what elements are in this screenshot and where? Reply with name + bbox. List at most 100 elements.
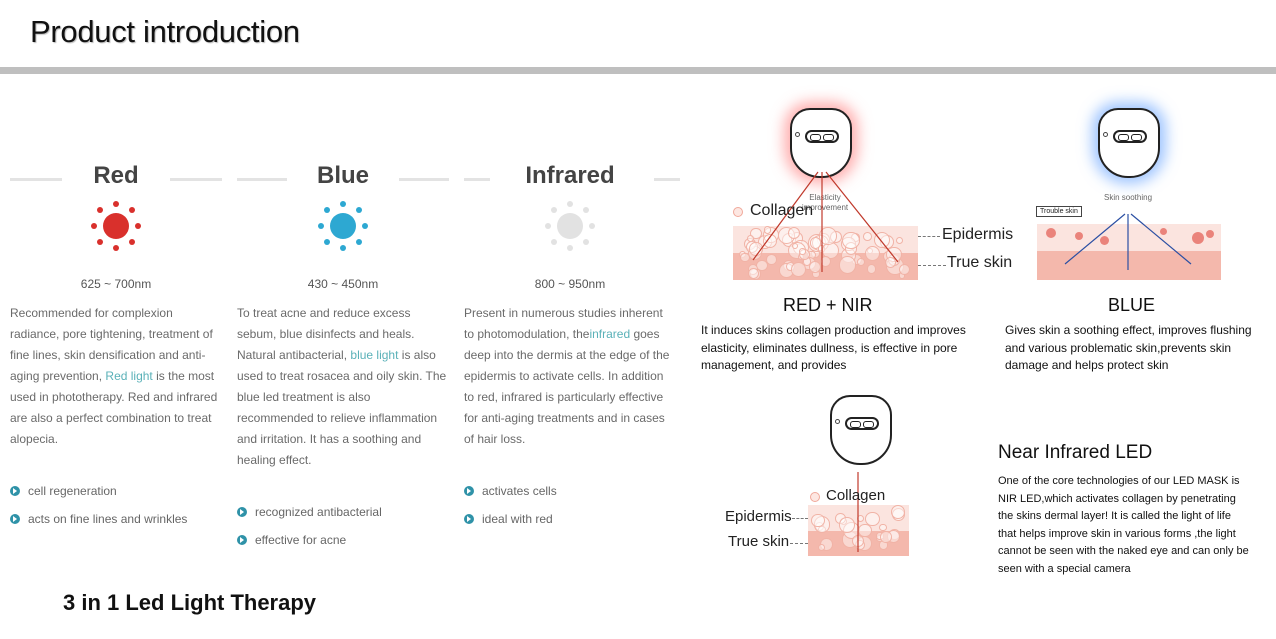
sun-ray <box>113 245 119 251</box>
blue-light-column: Blue 430 ~ 450nm To treat acne and reduc… <box>237 160 449 554</box>
collagen-bubble <box>884 256 897 269</box>
sun-ray <box>551 207 558 214</box>
sun-ray <box>355 238 362 245</box>
collagen-bubble <box>788 226 801 240</box>
collagen-bubble <box>864 245 880 261</box>
sun-ray <box>324 238 331 245</box>
true-skin-leader <box>918 265 946 266</box>
bullet-arrow-icon <box>10 514 20 524</box>
bullet-arrow-icon <box>464 514 474 524</box>
heading-line-left <box>237 178 287 181</box>
sun-ray <box>97 238 104 245</box>
red-title: Red <box>93 162 139 189</box>
infrared-light-column: Infrared 800 ~ 950nm Present in numerous… <box>464 160 680 533</box>
blue-text: Gives skin a soothing effect, improves f… <box>1005 323 1252 372</box>
collagen-bubble <box>857 258 866 267</box>
heading-line-right <box>654 178 680 181</box>
collagen-bubble <box>858 523 872 538</box>
sun-core <box>557 213 583 239</box>
red-light-column: Red 625 ~ 700nm Recommended for complexi… <box>10 160 222 533</box>
sun-ray <box>582 238 589 245</box>
benefit-label: recognized antibacterial <box>255 505 382 519</box>
epidermis-leader <box>792 518 808 519</box>
blue-desc-part-a: To treat acne and reduce excess sebum, b… <box>237 306 415 362</box>
collagen-bubble <box>896 237 904 245</box>
nir-text: One of the core technologies of our LED … <box>998 475 1249 575</box>
led-mask-icon <box>1098 108 1160 178</box>
collagen-bubble <box>747 267 760 279</box>
true-skin-label: True skin <box>728 533 790 550</box>
benefit-label: acts on fine lines and wrinkles <box>28 512 188 526</box>
collagen-bubble <box>799 248 806 255</box>
trouble-spot <box>1192 232 1204 244</box>
epidermis-label: Epidermis <box>725 508 792 525</box>
infrared-desc-part-b: goes deep into the dermis at the edge of… <box>464 327 670 446</box>
collagen-label: Collagen <box>750 202 814 219</box>
product-subtitle: 3 in 1 Led Light Therapy <box>63 590 317 615</box>
collagen-bubble <box>856 515 865 523</box>
red-desc-highlight: Red light <box>105 369 153 383</box>
sun-ray <box>567 201 573 207</box>
red-description: Recommended for complexion radiance, por… <box>10 303 222 450</box>
sun-ray <box>318 223 324 229</box>
collagen-bubble <box>879 523 887 532</box>
benefit-item: recognized antibacterial <box>237 498 449 526</box>
heading-line-right <box>399 178 449 181</box>
sun-ray <box>567 245 573 251</box>
collagen-bubble <box>791 243 798 250</box>
sun-ray <box>551 238 558 245</box>
collagen-bubble <box>898 263 911 276</box>
red-nir-title: RED + NIR <box>783 295 873 315</box>
benefit-item: ideal with red <box>464 505 676 533</box>
collagen-bubble <box>879 531 892 544</box>
sun-ray <box>91 223 97 229</box>
blue-wavelength: 430 ~ 450nm <box>307 277 379 291</box>
infrared-title: Infrared <box>525 162 615 189</box>
sun-ray <box>340 201 346 207</box>
collagen-bubble <box>819 227 837 245</box>
sun-ray <box>582 207 589 214</box>
collagen-bubble <box>838 255 857 274</box>
collagen-bubble <box>791 262 806 278</box>
trouble-spot <box>1206 230 1214 238</box>
benefit-label: cell regeneration <box>28 484 117 498</box>
blue-description: To treat acne and reduce excess sebum, b… <box>237 303 449 471</box>
true-skin-layer <box>1037 251 1221 280</box>
blue-title: Blue <box>316 162 369 189</box>
red-desc-part-a: Recommended for complexion radiance, por… <box>10 306 213 383</box>
benefit-item: cell regeneration <box>10 477 222 505</box>
collagen-bubble <box>750 228 762 240</box>
trouble-spot <box>1100 236 1109 245</box>
bullet-arrow-icon <box>237 507 247 517</box>
infrared-heading: Infrared <box>464 160 680 194</box>
sun-core <box>330 213 356 239</box>
red-desc-part-b: is the most used in phototherapy. Red an… <box>10 369 218 446</box>
nir-title: Near Infrared LED <box>998 442 1153 463</box>
collagen-bubble <box>874 231 891 248</box>
sun-ray <box>324 207 331 214</box>
sun-ray <box>589 223 595 229</box>
infrared-benefits: activates cells ideal with red <box>464 477 676 533</box>
page-title: Product introduction <box>30 14 300 49</box>
sun-core <box>103 213 129 239</box>
collagen-bubble <box>839 516 855 533</box>
infrared-desc-part-a: Present in numerous studies inherent to … <box>464 306 663 341</box>
blue-light-icon <box>317 200 369 252</box>
red-light-icon <box>90 200 142 252</box>
collagen-bubble <box>746 234 754 242</box>
collagen-bubble <box>809 261 822 274</box>
sun-ray <box>97 207 104 214</box>
heading-line-left <box>10 178 62 181</box>
heading-line-left <box>464 178 490 181</box>
benefit-item: activates cells <box>464 477 676 505</box>
true-skin-label: True skin <box>947 254 1013 271</box>
trouble-spot <box>1160 228 1167 235</box>
collagen-bubble <box>819 256 831 268</box>
bullet-arrow-icon <box>10 486 20 496</box>
title-divider <box>0 67 1276 74</box>
infrared-description: Present in numerous studies inherent to … <box>464 303 676 450</box>
collagen-bubble <box>842 231 861 250</box>
collagen-bubble <box>809 237 821 249</box>
bullet-arrow-icon <box>464 486 474 496</box>
sun-ray <box>545 223 551 229</box>
